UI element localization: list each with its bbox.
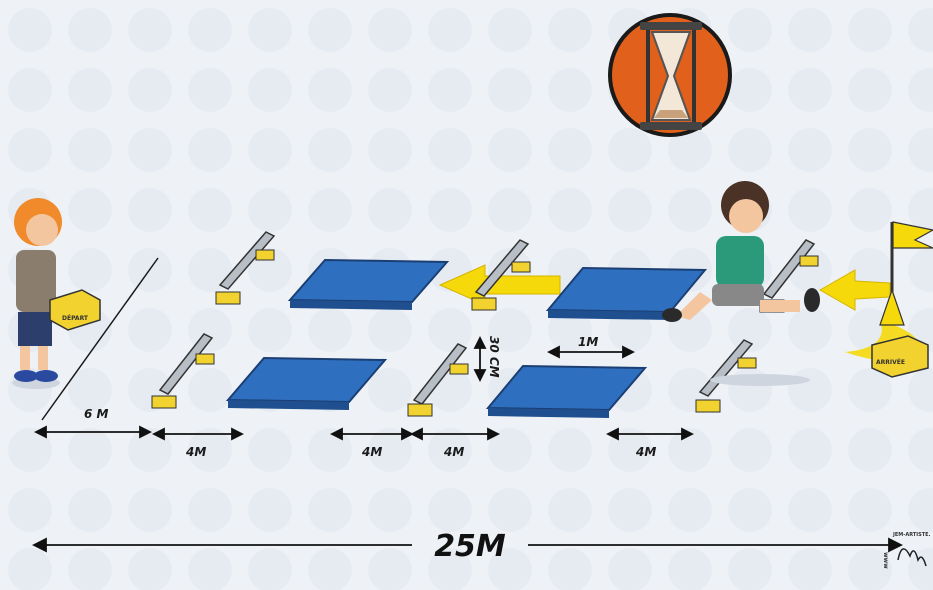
gap-3-label: 4M	[443, 445, 464, 459]
hourglass-icon	[608, 13, 732, 137]
start-box: DÉPART	[49, 289, 101, 331]
bench	[215, 231, 276, 305]
dimension-gap-2	[329, 427, 415, 441]
total-length-label: 25M	[434, 529, 506, 564]
finish-box: ARRIVÉE	[871, 335, 929, 378]
bench-height-label: 30 CM	[487, 336, 501, 378]
signature-prefix: www	[882, 552, 889, 569]
mat	[485, 364, 648, 418]
direction-arrows	[438, 264, 922, 362]
start-distance-label: 6 M	[84, 407, 109, 421]
bench	[471, 239, 531, 311]
dimension-total-length	[31, 537, 904, 553]
dimension-gap-4	[605, 427, 695, 441]
flag-icon	[879, 221, 933, 326]
finish-box-label: ARRIVÉE	[876, 358, 905, 366]
mat	[287, 258, 450, 310]
gap-2-label: 4M	[361, 445, 382, 459]
bench	[407, 343, 469, 417]
signature-site: JEM-ARTISTE.	[892, 532, 931, 538]
gap-4-label: 4M	[635, 445, 656, 459]
dimension-start	[33, 425, 153, 439]
dimension-mat-width	[546, 345, 636, 359]
artist-signature: JEM-ARTISTE. www	[882, 532, 931, 569]
child-waiting-figure	[12, 198, 62, 389]
start-box-label: DÉPART	[62, 314, 89, 322]
bench	[151, 333, 215, 409]
start-line	[41, 257, 159, 421]
dimension-gap-1	[151, 427, 245, 441]
dimension-bench-height	[473, 335, 487, 383]
dimension-gap-3	[409, 427, 501, 441]
mat-width-label: 1M	[578, 335, 598, 349]
mat	[225, 356, 388, 410]
mat	[545, 266, 708, 320]
child-running-figure	[662, 181, 820, 386]
gap-1-label: 4M	[185, 445, 206, 459]
